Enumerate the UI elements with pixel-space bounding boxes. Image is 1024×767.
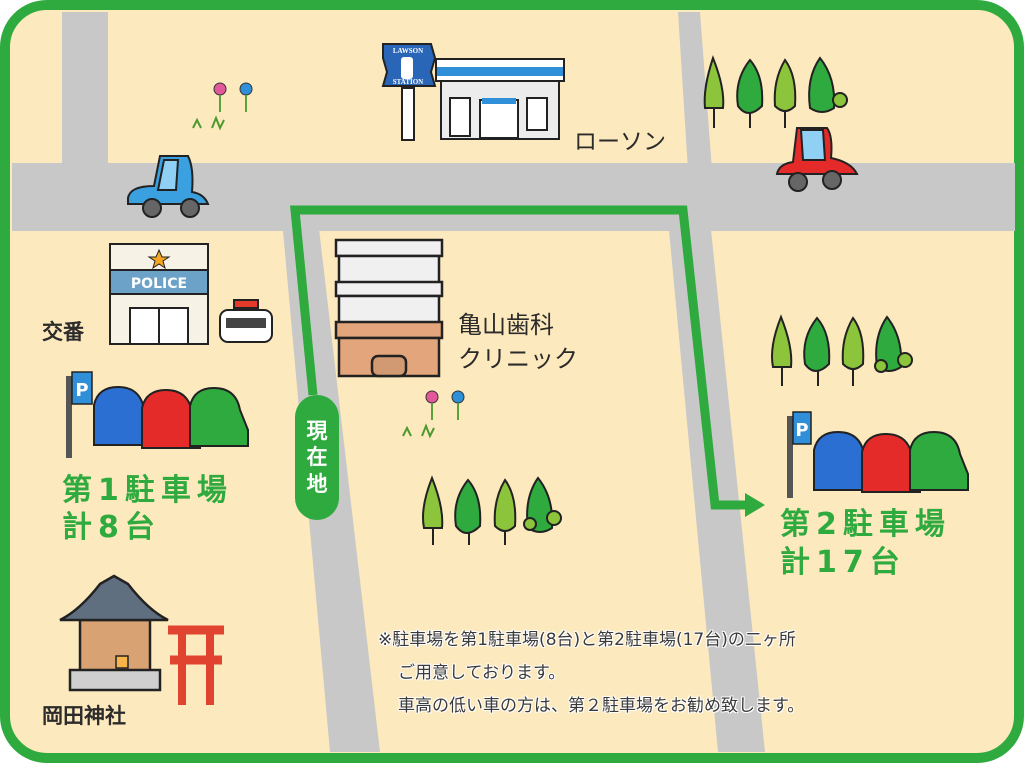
route-path bbox=[290, 205, 748, 510]
patrol-car-icon bbox=[219, 299, 273, 343]
parking-lot-1-icon: P bbox=[66, 371, 249, 458]
trees-icon bbox=[771, 314, 913, 386]
svg-text:P: P bbox=[795, 420, 808, 441]
lawson-sign-top: LAWSON bbox=[393, 47, 423, 55]
svg-text:P: P bbox=[75, 380, 88, 401]
dental-clinic-building-icon bbox=[334, 238, 444, 378]
trees-icon bbox=[422, 475, 562, 545]
trees-icon bbox=[703, 55, 848, 128]
route-arrow-icon bbox=[745, 493, 765, 517]
police-box-label: 交番 bbox=[42, 320, 84, 344]
road-right-upper bbox=[678, 12, 712, 170]
police-box-icon bbox=[109, 243, 209, 345]
parking-lot-2-title: 第2駐車場 bbox=[780, 507, 951, 542]
current-location-char: 地 bbox=[306, 471, 328, 496]
road-left-upper bbox=[62, 12, 108, 172]
shrine-label: 岡田神社 bbox=[42, 704, 126, 728]
parking-note-line3: 車高の低い車の方は、第２駐車場をお勧め致します。 bbox=[398, 696, 805, 716]
blue-car-icon bbox=[127, 155, 210, 218]
current-location-char: 在 bbox=[306, 445, 328, 470]
flowers-icon bbox=[402, 390, 465, 439]
current-location-char: 現 bbox=[306, 419, 328, 444]
parking-lot-1-capacity: 計8台 bbox=[62, 510, 161, 545]
lawson-sign-bottom: STATION bbox=[393, 78, 423, 86]
lawson-store-icon bbox=[381, 43, 565, 141]
flowers-icon bbox=[192, 82, 253, 131]
police-sign-text: POLICE bbox=[131, 276, 187, 292]
parking-lot-1-title: 第1駐車場 bbox=[62, 473, 233, 508]
lawson-label: ローソン bbox=[574, 129, 666, 155]
shrine-icon bbox=[59, 574, 224, 705]
parking-lot-2-capacity: 計17台 bbox=[780, 545, 906, 580]
parking-note-line2: ご用意しております。 bbox=[398, 663, 566, 683]
red-car-icon bbox=[775, 127, 859, 192]
clinic-label-line2: クリニック bbox=[458, 345, 578, 373]
current-location-badge: 現 在 地 bbox=[295, 395, 339, 520]
parking-note-line1: ※駐車場を第1駐車場(8台)と第2駐車場(17台)の二ヶ所 bbox=[378, 630, 796, 650]
clinic-label-line1: 亀山歯科 bbox=[458, 311, 554, 339]
parking-lot-2-icon: P bbox=[787, 411, 969, 498]
